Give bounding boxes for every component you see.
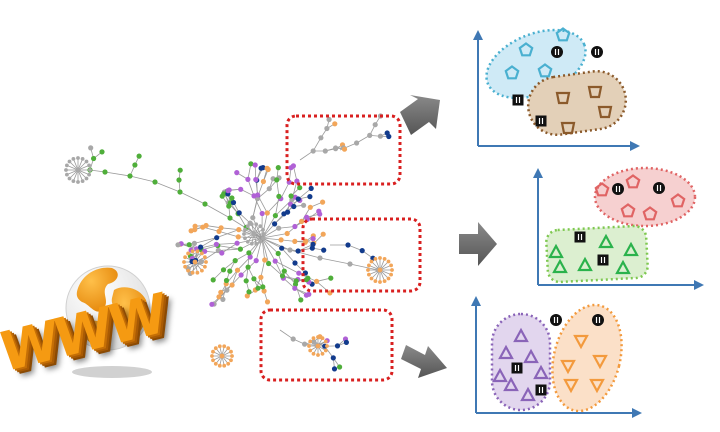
cluster-panel-middle: [533, 166, 704, 290]
triangle-marker-icon: [598, 233, 614, 249]
pentagon-marker-icon: [642, 206, 658, 221]
cluster-panel-bottom: [471, 296, 642, 418]
inverted-triangle-marker-icon: [592, 354, 608, 370]
web-graph-network: [64, 113, 394, 372]
unlabeled-circle-marker-icon: [612, 183, 624, 195]
unlabeled-square-marker-icon: [535, 115, 547, 127]
inverted-triangle-marker-icon: [589, 378, 605, 394]
right-arrow-icon: [400, 95, 440, 135]
trapezoid-marker-icon: [587, 85, 603, 99]
www-wordmark: WWW: [0, 281, 166, 400]
trapezoid-marker-icon: [560, 121, 576, 135]
marker-group: [504, 27, 613, 135]
pentagon-marker-icon: [594, 182, 610, 197]
y-axis: [473, 30, 483, 146]
inverted-triangle-marker-icon: [560, 359, 576, 375]
unlabeled-circle-marker-icon: [591, 46, 603, 58]
selection-box-top: [285, 114, 402, 186]
triangle-marker-icon: [513, 327, 529, 343]
cluster-region-green: [545, 224, 649, 284]
unlabeled-square-marker-icon: [574, 231, 586, 243]
marker-group: [548, 174, 686, 275]
x-axis: [538, 280, 704, 290]
network-nodes: [64, 113, 394, 372]
triangle-marker-icon: [533, 364, 549, 380]
unlabeled-square-marker-icon: [512, 94, 524, 106]
triangle-marker-icon: [492, 367, 508, 383]
x-axis: [478, 141, 640, 151]
unlabeled-square-marker-icon: [511, 362, 523, 374]
unlabeled-circle-marker-icon: [550, 314, 562, 326]
right-arrow-icon: [401, 345, 447, 378]
x-axis: [476, 408, 642, 418]
unlabeled-circle-marker-icon: [592, 314, 604, 326]
pentagon-marker-icon: [670, 193, 686, 208]
cluster-region-red: [593, 166, 697, 228]
pentagon-marker-icon: [504, 65, 520, 80]
inverted-triangle-marker-icon: [573, 334, 589, 350]
pentagon-marker-icon: [620, 203, 636, 218]
selection-box-middle: [301, 217, 422, 293]
y-axis: [471, 296, 481, 413]
marker-group: [492, 314, 608, 402]
y-axis: [533, 168, 543, 285]
trapezoid-marker-icon: [555, 91, 571, 105]
triangle-marker-icon: [577, 256, 593, 272]
right-arrow-icon: [459, 222, 497, 266]
unlabeled-circle-marker-icon: [551, 46, 563, 58]
triangle-marker-icon: [520, 386, 536, 402]
trapezoid-marker-icon: [597, 105, 613, 119]
triangle-marker-icon: [615, 259, 631, 275]
pentagon-marker-icon: [625, 174, 641, 189]
triangle-marker-icon: [548, 243, 564, 259]
unlabeled-square-marker-icon: [597, 254, 609, 266]
globe-icon: [65, 265, 152, 378]
cluster-region-orange: [551, 303, 623, 413]
triangle-marker-icon: [503, 376, 519, 392]
pentagon-marker-icon: [537, 63, 553, 78]
pentagon-marker-icon: [518, 42, 534, 57]
inverted-triangle-marker-icon: [563, 378, 579, 394]
triangle-marker-icon: [623, 241, 639, 257]
triangle-marker-icon: [498, 344, 514, 360]
pentagon-marker-icon: [555, 27, 571, 42]
triangle-marker-icon: [552, 258, 568, 274]
unlabeled-circle-marker-icon: [653, 182, 665, 194]
triangle-marker-icon: [523, 348, 539, 364]
selection-box-bottom: [259, 308, 394, 382]
unlabeled-square-marker-icon: [535, 384, 547, 396]
cluster-panel-top: [473, 27, 640, 151]
